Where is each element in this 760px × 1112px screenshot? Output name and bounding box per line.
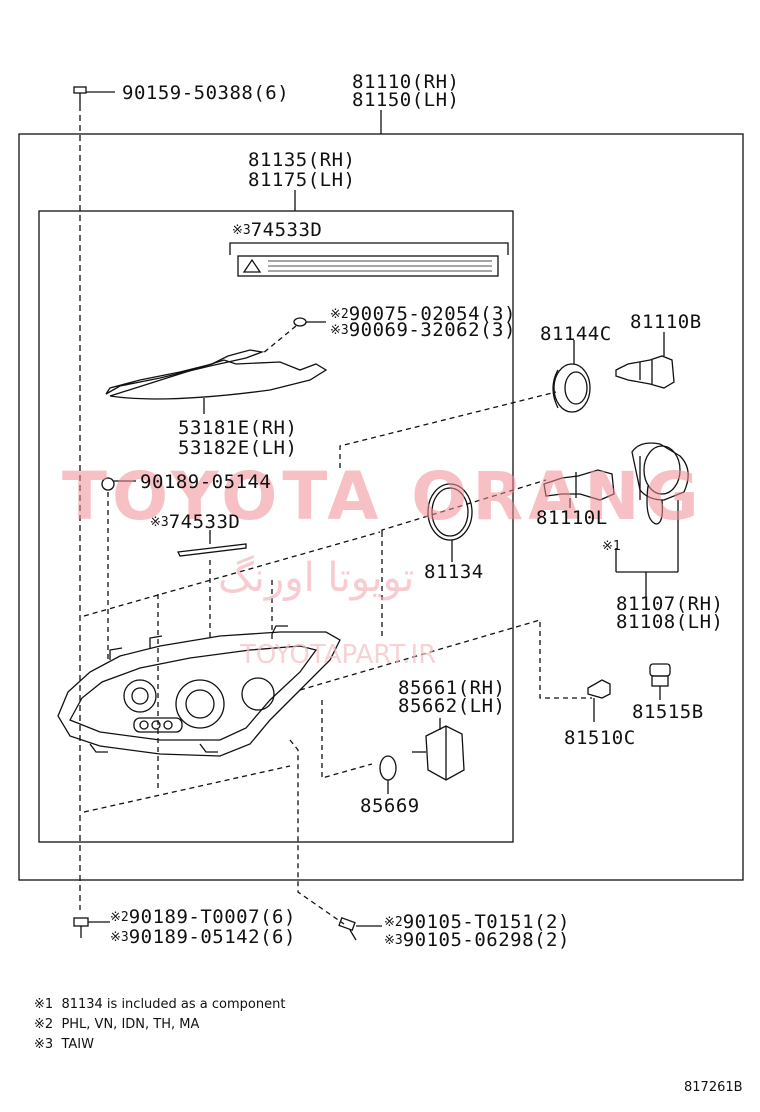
o-ring-icon — [427, 483, 473, 541]
label-lamp-unit-lh: 81175(LH) — [248, 169, 356, 191]
label-screw-a: ※290075-02054(3) — [330, 303, 516, 325]
small-socket-icon — [649, 663, 671, 700]
label-bottom-right-a: ※290105-T0151(2) — [384, 911, 570, 933]
headlamp-cover-icon — [105, 349, 328, 414]
footnote-3: ※3 TAIW — [34, 1037, 94, 1052]
label-top-bolt: 90159-50388(6) — [122, 82, 290, 104]
label-small-o-ring: 85669 — [360, 795, 420, 817]
footnote-1: ※1 81134 is included as a component — [34, 997, 286, 1012]
label-socket-lh: 81108(LH) — [616, 611, 724, 633]
label-bulb-l: 81110L — [536, 507, 608, 529]
inner-frame — [38, 210, 514, 843]
label-strip-icon — [177, 543, 247, 557]
label-clip: 90189-05144 — [140, 471, 272, 493]
label-bulb-b: 81110B — [630, 311, 702, 333]
label-small-bulb: 81510C — [564, 727, 636, 749]
bolt-bottom-right-icon — [338, 917, 382, 941]
label-socket-mark: ※1 — [602, 539, 621, 554]
small-o-ring-icon — [379, 755, 397, 781]
watermark-arabic: تویوتا اورنگ — [218, 555, 415, 601]
footnote-2: ※2 PHL, VN, IDN, TH, MA — [34, 1017, 200, 1032]
label-bottom-left-b: ※390189-05142(6) — [110, 926, 296, 948]
label-small-socket: 81515B — [632, 701, 704, 723]
label-sticker: ※374533D — [232, 219, 323, 241]
label-lamp-unit-rh: 81135(RH) — [248, 149, 356, 171]
label-socket-rh: 81107(RH) — [616, 593, 724, 615]
bolt-bottom-left-icon — [73, 917, 110, 938]
bolt-top-icon — [73, 86, 115, 105]
label-cover-lh: 53182E(LH) — [178, 437, 298, 459]
watermark-url: TOYOTAPART.IR — [240, 640, 437, 670]
label-headlamp-rh: 81110(RH) — [352, 71, 460, 93]
label-bottom-left-a: ※290189-T0007(6) — [110, 906, 296, 928]
dust-cap-icon — [552, 363, 591, 413]
label-bottom-right-b: ※390105-06298(2) — [384, 929, 570, 951]
bulb-socket-icon — [631, 442, 689, 525]
label-headlamp-lh: 81150(LH) — [352, 89, 460, 111]
screw-icon — [293, 317, 326, 327]
leveling-motor-icon — [412, 725, 465, 781]
label-small-sticker: ※374533D — [150, 511, 241, 533]
label-sticker-icon — [229, 242, 509, 277]
bulb-h-icon — [615, 355, 675, 389]
clip-icon — [101, 477, 136, 491]
small-bulb-icon — [587, 679, 611, 722]
label-o-ring: 81134 — [424, 561, 484, 583]
headlamp-assembly-icon — [57, 625, 341, 757]
diagram-id: 817261B — [684, 1080, 743, 1095]
label-cover-rh: 53181E(RH) — [178, 417, 298, 439]
label-motor-rh: 85661(RH) — [398, 677, 506, 699]
label-motor-lh: 85662(LH) — [398, 695, 506, 717]
label-screw-b: ※390069-32062(3) — [330, 319, 516, 341]
bulb-l-icon — [543, 469, 615, 501]
label-cap: 81144C — [540, 323, 612, 345]
watermark-main: TOYOTA ORANG — [62, 458, 704, 535]
